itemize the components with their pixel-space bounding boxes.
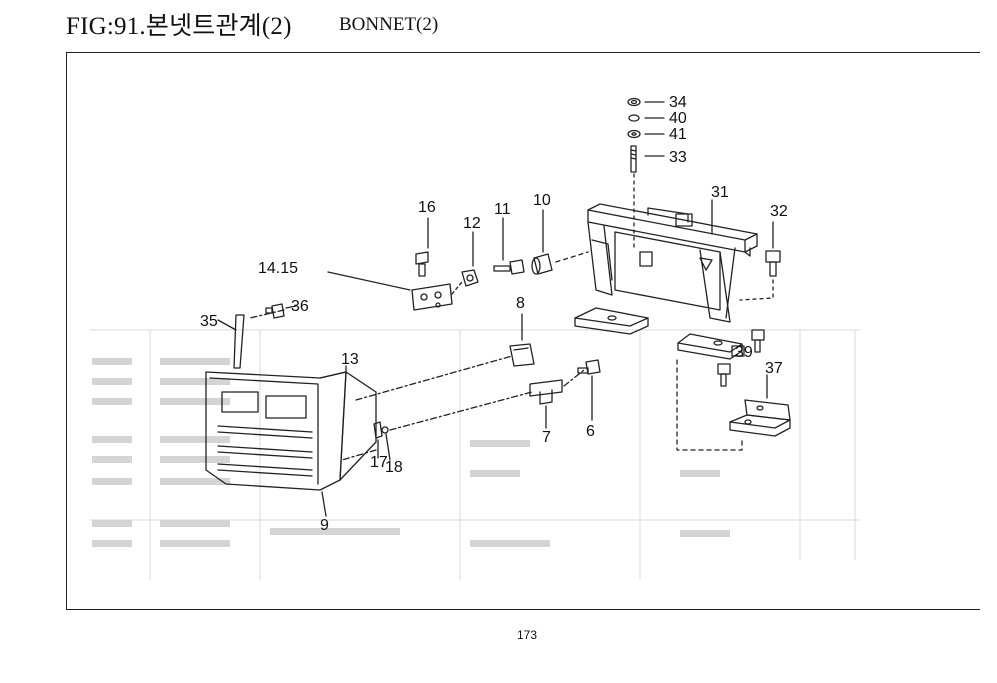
mounting-plate-14-15-icon [411, 283, 453, 311]
stud-bolt-33-icon [630, 145, 637, 173]
callout-8: 8 [516, 295, 525, 312]
callout-17: 17 [370, 454, 388, 471]
callout-34: 34 [669, 94, 687, 111]
front-grille-9-icon [205, 371, 347, 491]
nut-12-icon [461, 269, 479, 287]
callout-7: 7 [542, 429, 551, 446]
hood-latch-bracket-7-icon [529, 379, 563, 405]
bolt-39-icon [717, 329, 765, 387]
callout-31: 31 [711, 184, 729, 201]
bonnet-stay-35-icon [233, 314, 245, 369]
rubber-bushing-10-icon [531, 253, 553, 275]
callout-41: 41 [669, 126, 687, 143]
callout-40: 40 [669, 110, 687, 127]
nut-34-icon [627, 97, 641, 107]
callout-37: 37 [765, 360, 783, 377]
bracket-37-icon [729, 399, 791, 437]
callout-14-15: 14.15 [258, 260, 298, 277]
figure-title: FIG:91.본넷트관계(2) [66, 13, 292, 40]
callout-6: 6 [586, 423, 595, 440]
clip-8-icon [509, 343, 535, 367]
spring-washer-40-icon [628, 114, 640, 122]
callout-35: 35 [200, 313, 218, 330]
bolt-11-icon [493, 259, 525, 275]
callout-18: 18 [385, 459, 403, 476]
callout-10: 10 [533, 192, 551, 209]
callout-33: 33 [669, 149, 687, 166]
bonnet-support-frame-31-icon [574, 203, 758, 360]
callout-36: 36 [291, 298, 309, 315]
callout-11: 11 [494, 201, 511, 218]
bolt-32-icon [765, 250, 781, 277]
callout-32: 32 [770, 203, 788, 220]
side-panel-13-icon [319, 371, 377, 481]
screw-16-icon [415, 251, 429, 277]
bolt-6-icon [577, 359, 601, 375]
figure-subtitle: BONNET(2) [339, 14, 439, 35]
callout-12: 12 [463, 215, 481, 232]
page-number: 173 [517, 628, 538, 642]
callout-13: 13 [341, 351, 359, 368]
diagram-frame [66, 52, 980, 610]
washer-41-icon [627, 129, 641, 139]
nut-17-18-icon [373, 421, 389, 439]
callout-39: 39 [735, 344, 753, 361]
callout-16: 16 [418, 199, 436, 216]
callout-9: 9 [320, 517, 329, 534]
